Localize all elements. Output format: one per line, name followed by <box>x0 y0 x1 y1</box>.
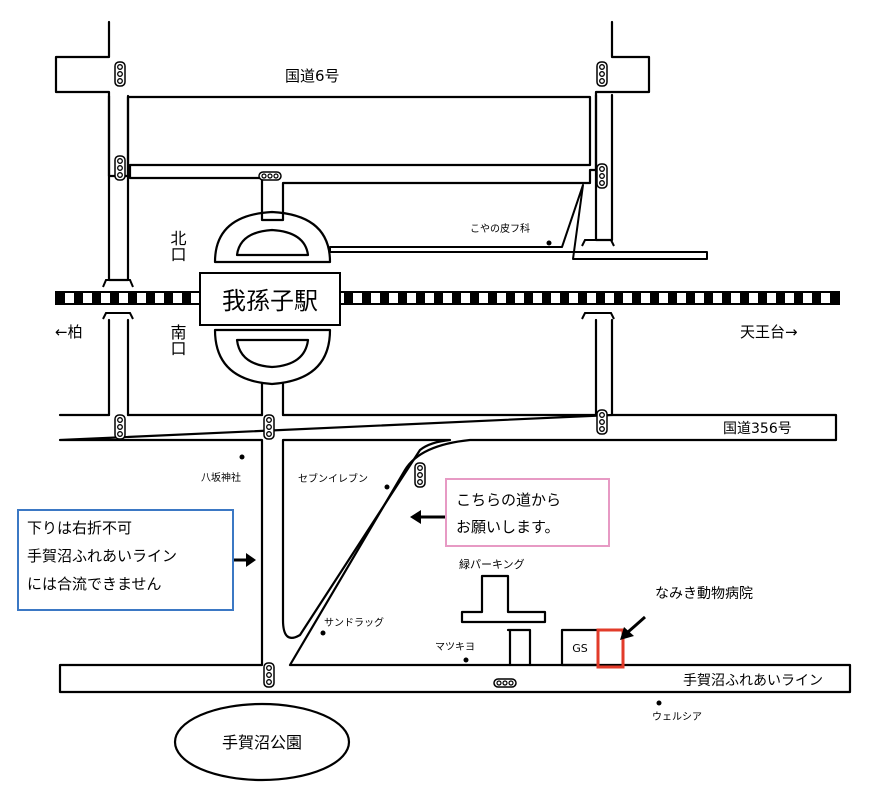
north-west-road <box>107 94 130 282</box>
rail-tie <box>542 292 551 304</box>
traffic-signal-icon <box>263 414 275 440</box>
horizontal-signal-icon <box>493 678 517 688</box>
rail-tie <box>812 292 821 304</box>
gs-label: GS <box>572 642 588 655</box>
west-direction: ←柏 <box>55 323 83 341</box>
traffic-signals <box>114 61 608 688</box>
rail-tie <box>128 292 137 304</box>
rail-tie <box>740 292 749 304</box>
rail-tie <box>614 292 623 304</box>
traffic-signal-icon <box>263 662 275 688</box>
sundrug-label: サンドラッグ <box>324 616 384 629</box>
rail-tie <box>506 292 515 304</box>
rail-tie <box>344 292 353 304</box>
blue-note-line: 手賀沼ふれあいライン <box>27 547 177 565</box>
traffic-signal-icon <box>114 61 126 87</box>
rail-tie <box>362 292 371 304</box>
rail-tie <box>578 292 587 304</box>
pink-note-line: こちらの道から <box>456 491 561 509</box>
traffic-signal-icon <box>114 155 126 181</box>
route356-road <box>58 413 852 694</box>
blue-note-line: には合流できません <box>27 575 162 593</box>
rail-tie <box>632 292 641 304</box>
blue-note-box <box>17 509 234 611</box>
rail-tie <box>452 292 461 304</box>
rail-tie <box>794 292 803 304</box>
rail-tie <box>182 292 191 304</box>
rail-tie <box>758 292 767 304</box>
rail-tie <box>776 292 785 304</box>
rail-tie <box>74 292 83 304</box>
south-exit-label: 南口 <box>168 324 187 356</box>
rail-tie <box>398 292 407 304</box>
rail-tie <box>146 292 155 304</box>
koya-road <box>329 184 708 260</box>
rail-tie <box>488 292 497 304</box>
rail-tie <box>686 292 695 304</box>
namiki-clinic-box <box>596 628 625 669</box>
rail-tie <box>668 292 677 304</box>
namiki-clinic-label: なみき動物病院 <box>655 586 753 602</box>
station-box <box>199 272 341 326</box>
seven-eleven-label: セブンイレブン <box>298 472 368 485</box>
rail-tie <box>416 292 425 304</box>
traffic-signal-icon <box>114 414 126 440</box>
koya-clinic-label: こやの皮フ科 <box>470 222 530 235</box>
rail-tie <box>722 292 731 304</box>
teganuma-line-label: 手賀沼ふれあいライン <box>683 673 823 689</box>
rail-tie <box>830 292 839 304</box>
rail-tie <box>470 292 479 304</box>
route6-road <box>54 20 651 222</box>
traffic-signal-icon <box>596 163 608 189</box>
traffic-signal-icon <box>596 61 608 87</box>
rail-tie <box>92 292 101 304</box>
pink-note-box <box>445 478 610 547</box>
park-label: 手賀沼公園 <box>222 733 302 752</box>
rail-tie <box>650 292 659 304</box>
south-plaza <box>213 328 332 386</box>
pink-note-line: お願いします。 <box>456 518 560 536</box>
route356-label: 国道356号 <box>723 421 792 437</box>
horizontal-signal-icon <box>258 171 282 181</box>
hachisaka-label: 八坂神社 <box>201 471 241 484</box>
rail-tie <box>164 292 173 304</box>
rail-tie <box>380 292 389 304</box>
matsukiyo-label: マツキヨ <box>435 642 475 653</box>
parking-road <box>460 574 547 667</box>
north-exit-label: 北口 <box>168 230 187 262</box>
rail-tie <box>56 292 65 304</box>
welcia-label: ウェルシア <box>652 711 702 723</box>
blue-note-line: 下りは右折不可 <box>27 519 132 537</box>
midori-parking-label: 緑パーキング <box>459 557 525 571</box>
east-direction: 天王台→ <box>740 323 798 341</box>
rail-tie <box>560 292 569 304</box>
traffic-signal-icon <box>596 409 608 435</box>
rail-tie <box>596 292 605 304</box>
teganuma-park <box>173 702 351 782</box>
traffic-signal-icon <box>414 462 426 488</box>
route6-label: 国道6号 <box>285 67 340 85</box>
rail-tie <box>110 292 119 304</box>
rail-tie <box>704 292 713 304</box>
north-plaza <box>213 210 332 264</box>
rail-tie <box>434 292 443 304</box>
station-name: 我孫子駅 <box>222 287 318 315</box>
rail-tie <box>524 292 533 304</box>
